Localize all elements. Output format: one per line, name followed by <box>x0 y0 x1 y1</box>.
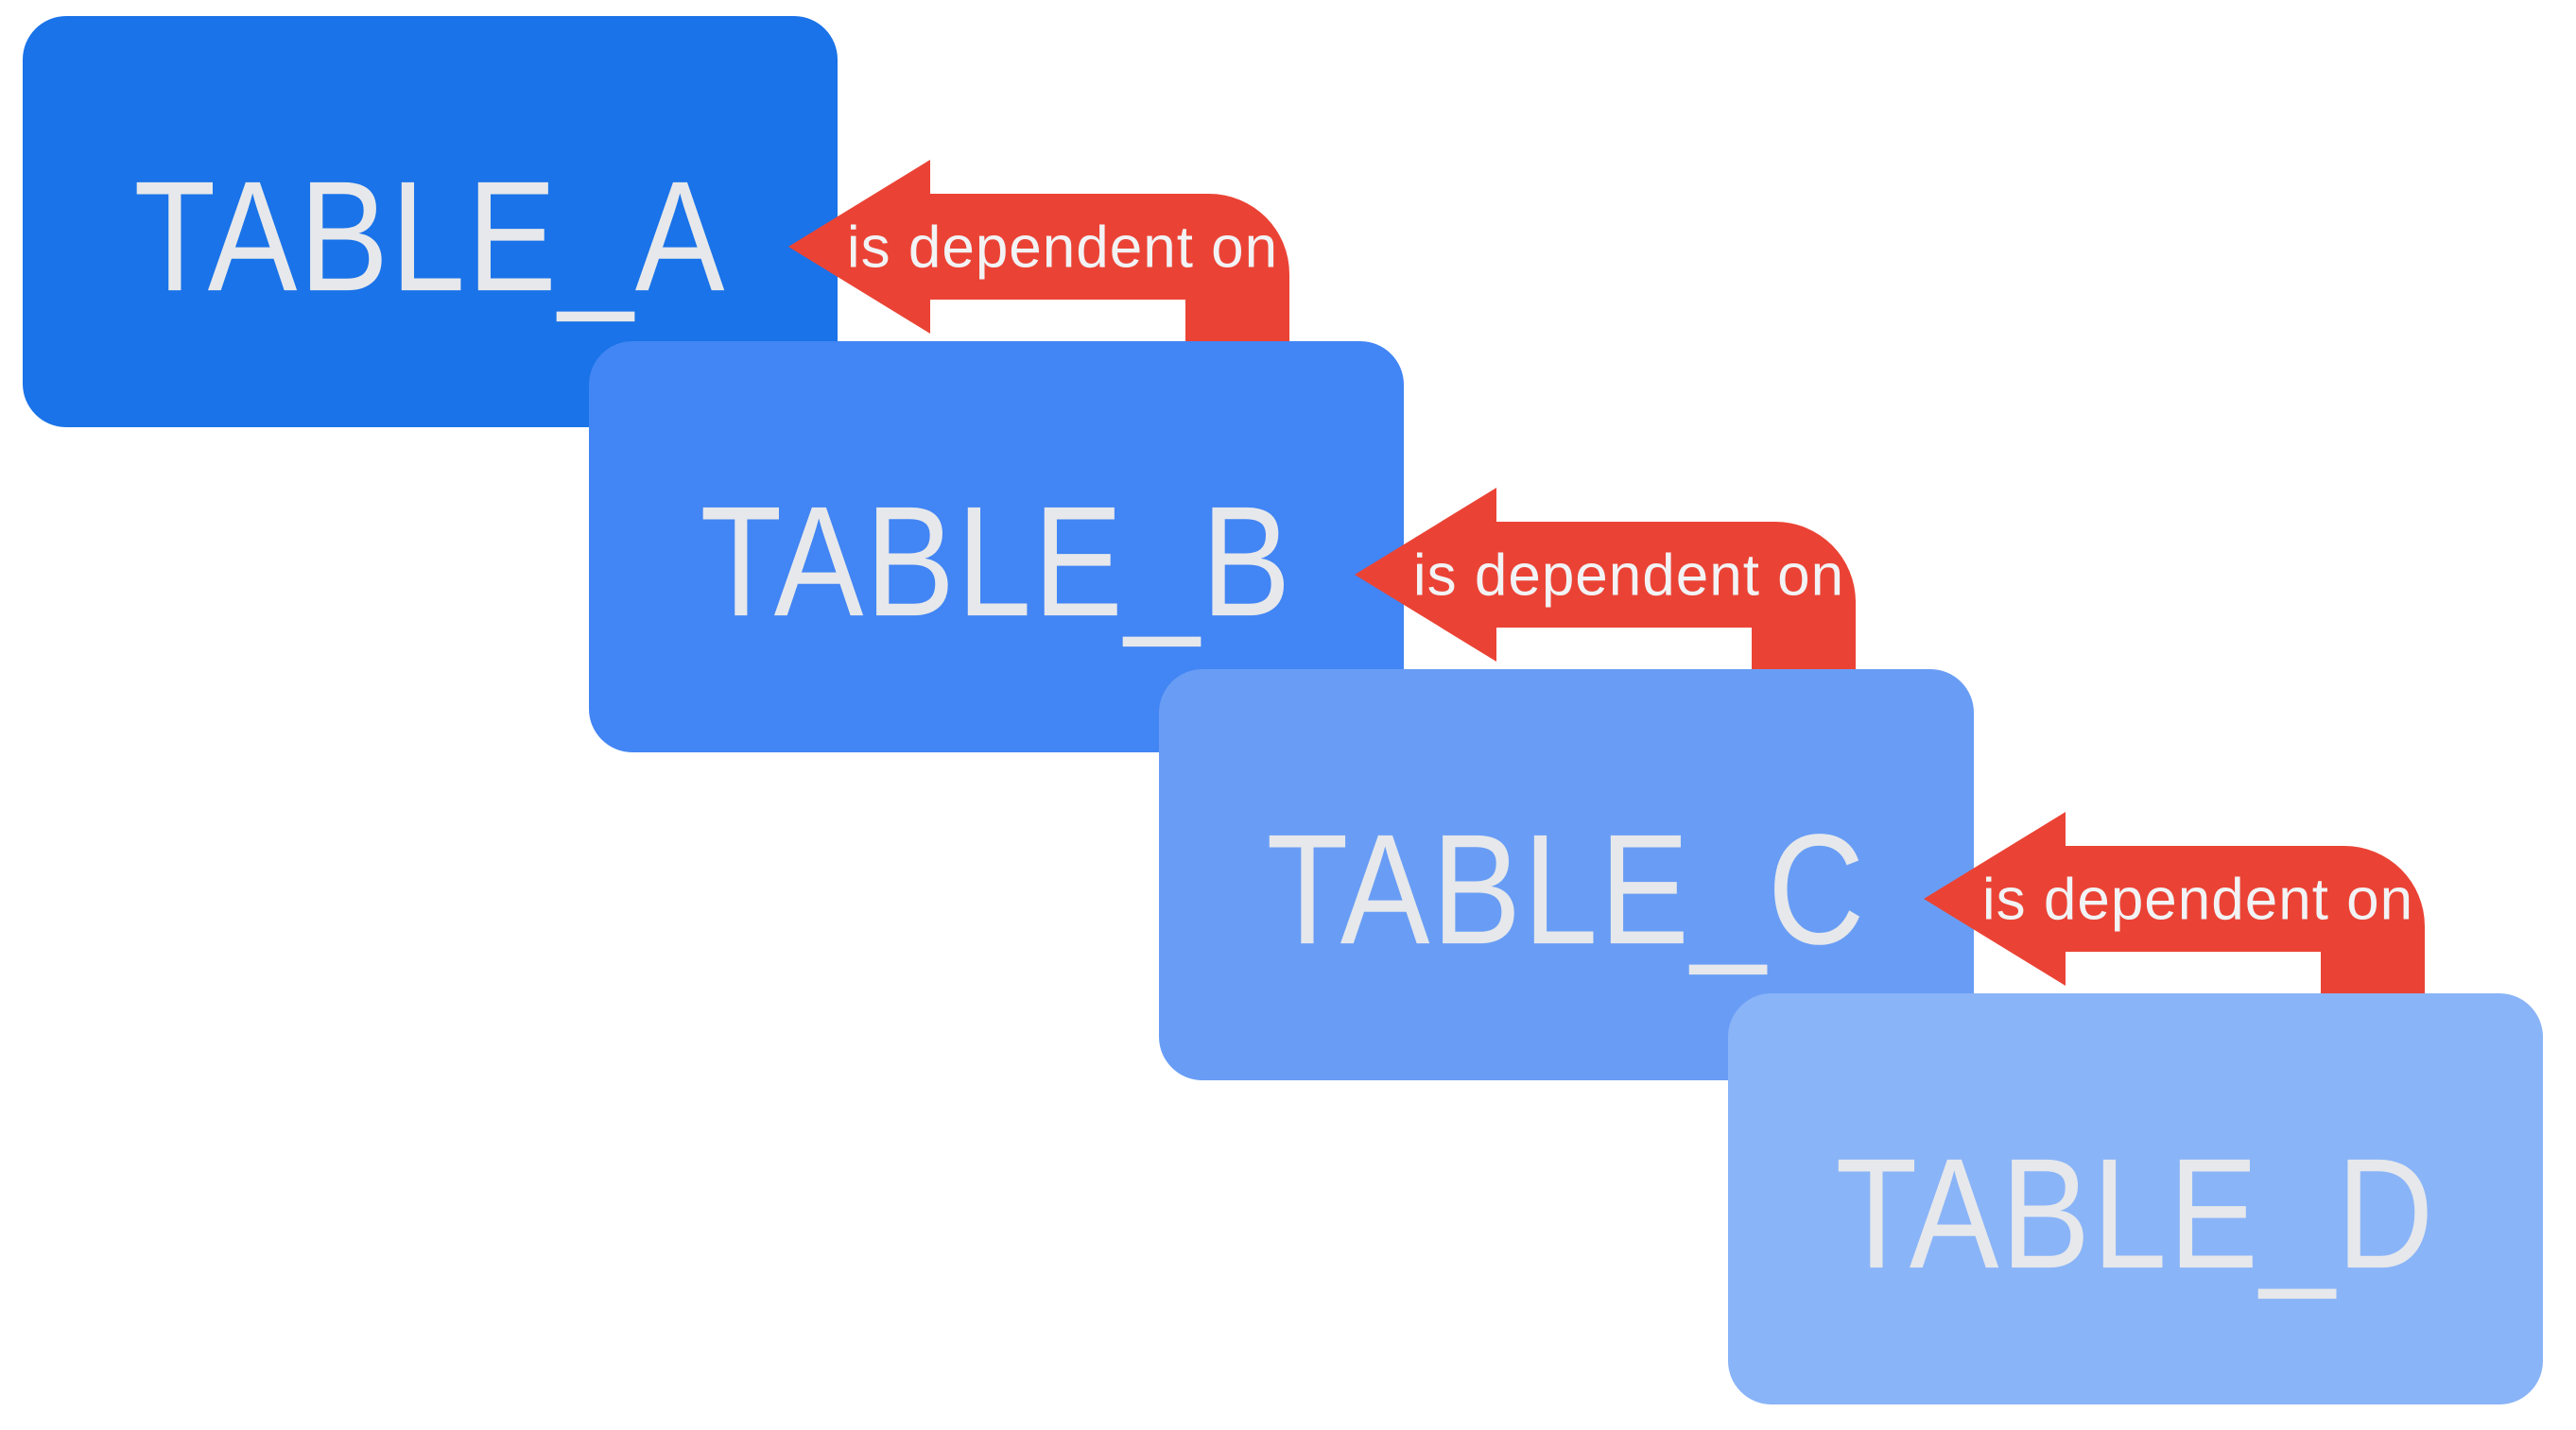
left-arrow-icon <box>1355 488 1856 679</box>
left-arrow-icon <box>1924 812 2425 1003</box>
dependency-arrow-b-to-a: is dependent on <box>788 160 1289 351</box>
table-d-label: TABLE_D <box>1835 1125 2436 1301</box>
left-arrow-icon <box>788 160 1289 351</box>
arrow-label-c-to-b: is dependent on <box>1413 543 1844 609</box>
arrow-label-d-to-c: is dependent on <box>1982 868 2413 933</box>
table-a-label: TABLE_A <box>133 147 727 324</box>
dependency-arrow-c-to-b: is dependent on <box>1355 488 1856 679</box>
table-node-table-d: TABLE_D <box>1728 993 2543 1404</box>
table-c-label: TABLE_C <box>1266 801 1867 977</box>
arrow-label-b-to-a: is dependent on <box>847 215 1278 281</box>
table-node-table-a: TABLE_A <box>23 16 838 427</box>
table-b-label: TABLE_B <box>700 473 1293 649</box>
dependency-arrow-d-to-c: is dependent on <box>1924 812 2425 1003</box>
